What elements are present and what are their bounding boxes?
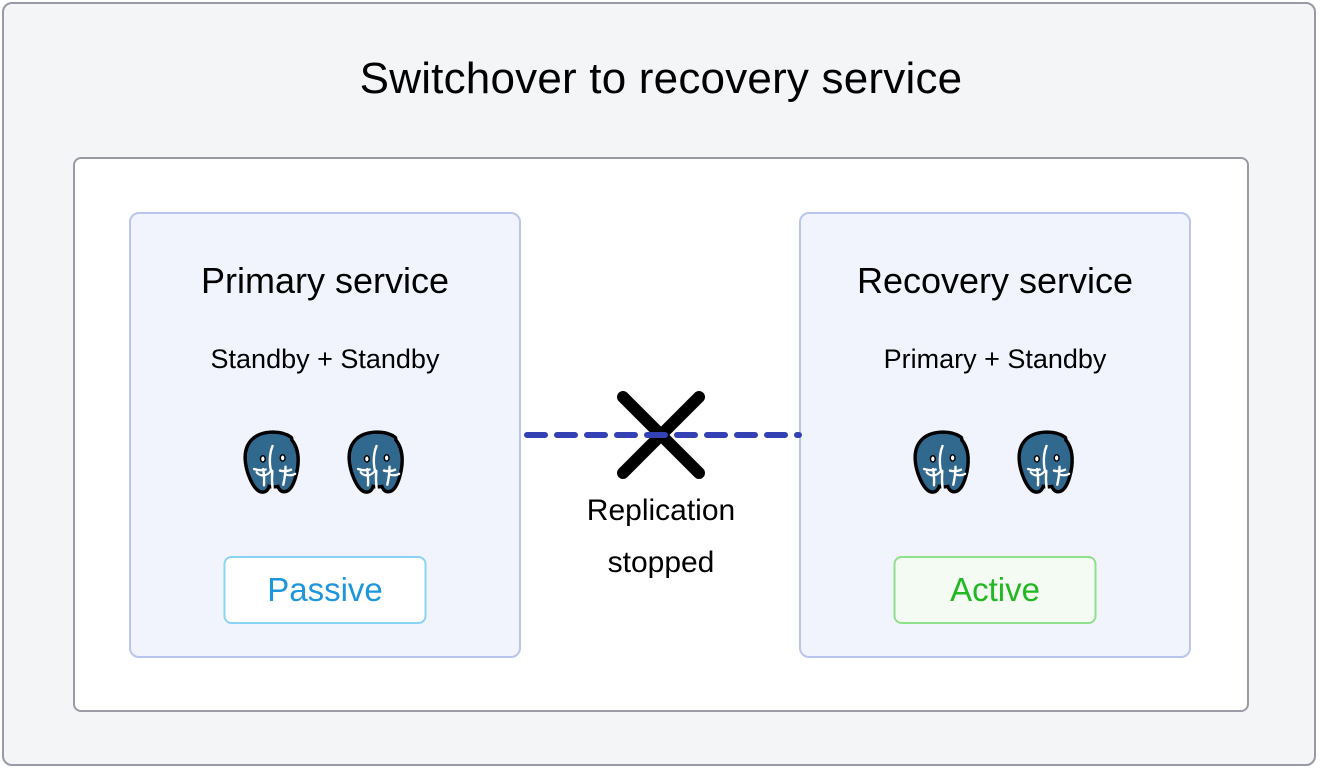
service-subtitle-primary: Standby + Standby	[210, 344, 440, 374]
postgresql-elephant-icon	[913, 430, 970, 494]
replication-link: Replication stopped	[521, 380, 802, 590]
node-row-primary	[131, 427, 519, 499]
postgresql-elephant-icon	[347, 430, 404, 494]
service-title-recovery: Recovery service	[856, 260, 1134, 301]
service-box-primary: Primary service Standby + Standby	[129, 212, 521, 658]
status-badge-passive: Passive	[223, 556, 427, 624]
replication-link-graphic	[524, 391, 802, 479]
node-row-recovery	[801, 427, 1189, 499]
page-title: Switchover to recovery service	[359, 54, 963, 103]
postgresql-elephant-icon	[243, 430, 300, 494]
service-subtitle-recovery: Primary + Standby	[883, 344, 1107, 374]
replication-label-line1: Replication	[586, 494, 736, 527]
status-badge-active: Active	[893, 556, 1097, 624]
replication-label-line2: stopped	[607, 546, 715, 579]
service-box-recovery: Recovery service Primary + Standby	[799, 212, 1191, 658]
replication-label: Replication stopped	[521, 485, 801, 589]
service-title-primary: Primary service	[200, 260, 450, 301]
postgresql-elephant-icon	[1017, 430, 1074, 494]
